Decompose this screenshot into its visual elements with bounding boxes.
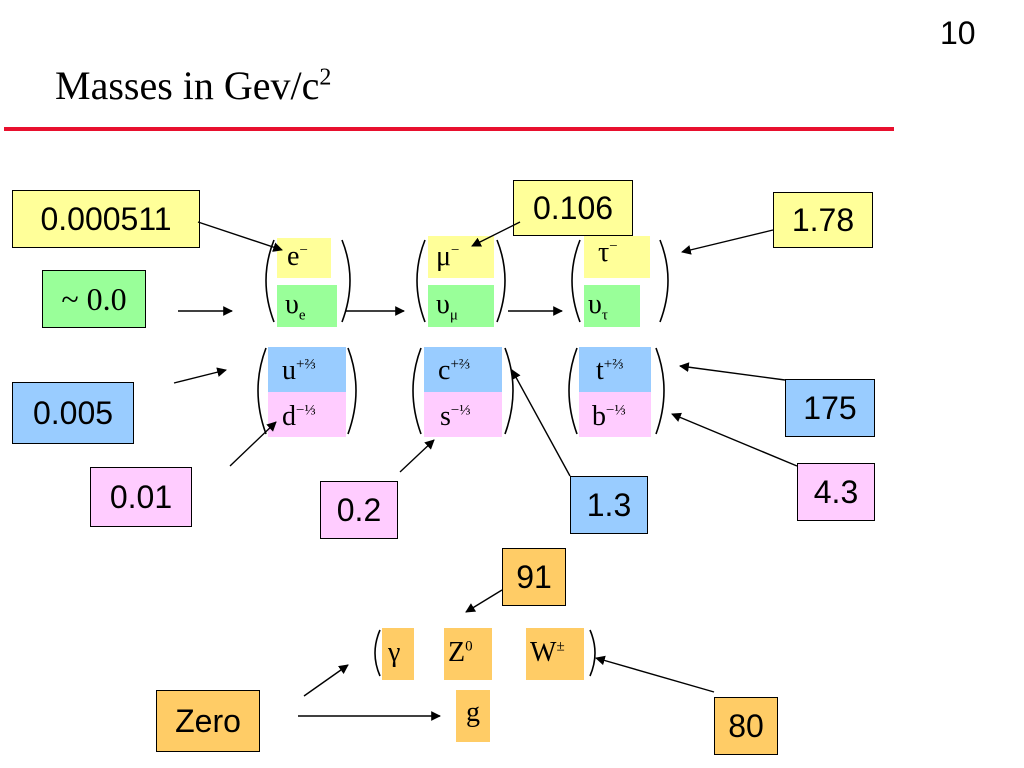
top-symbol: t+⅔ (596, 355, 624, 386)
z-cell (444, 628, 492, 680)
arrow-up (173, 367, 227, 384)
paren-left-cs (412, 347, 422, 435)
electron-mass-label: 0.000511 (12, 190, 200, 248)
w-mass-label: 80 (714, 697, 778, 755)
arrow-photon (303, 664, 349, 697)
arrow-down (229, 421, 277, 467)
arrow-top (679, 362, 786, 381)
w-boson-symbol: W± (530, 637, 565, 668)
down-mass-label: 0.01 (90, 467, 192, 527)
down-symbol: d−⅓ (282, 401, 316, 432)
strange-cell (424, 392, 502, 437)
bottom-symbol: b−⅓ (592, 401, 626, 432)
charm-mass-label: 1.3 (570, 476, 648, 534)
nu-e-symbol: υe (285, 289, 306, 324)
up-cell (268, 347, 346, 392)
massless-label: Zero (156, 690, 260, 752)
paren-left-ud (257, 347, 267, 435)
up-symbol: u+⅔ (282, 355, 316, 386)
muon-mass-label: 0.106 (513, 180, 633, 236)
down-cell (268, 392, 346, 437)
tau-cell (584, 236, 650, 278)
photon-cell (382, 628, 414, 680)
nu-mu-symbol: υμ (436, 289, 458, 324)
nu-mu-cell (428, 285, 494, 327)
electron-symbol: e− (287, 241, 308, 272)
paren-right-cs (504, 347, 514, 435)
paren-right-mu (496, 239, 506, 323)
arrow-bottom (671, 412, 798, 467)
tau-mass-label: 1.78 (773, 192, 873, 248)
paren-right-e (341, 239, 351, 323)
muon-symbol: μ− (436, 241, 460, 272)
strange-mass-label: 0.2 (320, 481, 398, 539)
arrow-w (595, 655, 715, 693)
neutrino-mass-label: ~ 0.0 (42, 270, 146, 328)
nu-tau-cell (584, 285, 640, 327)
paren-right-tau (659, 239, 669, 323)
arrow-muon (471, 221, 521, 247)
photon-symbol: γ (388, 637, 401, 668)
up-mass-label: 0.005 (12, 382, 134, 444)
w-cell (526, 628, 584, 680)
paren-left-tau (571, 239, 581, 323)
top-cell (579, 347, 651, 392)
paren-left-bosons (374, 629, 381, 677)
arrow-charm (511, 369, 571, 477)
nu-tau-symbol: υτ (588, 289, 608, 324)
bottom-cell (579, 392, 651, 437)
gluon-symbol: g (466, 697, 480, 728)
page-number: 10 (940, 15, 976, 51)
arrow-tau (681, 229, 774, 255)
paren-left-e (265, 239, 275, 323)
muon-cell (428, 236, 494, 278)
arrow-z (465, 589, 503, 613)
paren-right-bosons (589, 629, 596, 677)
gluon-cell (456, 690, 490, 742)
z-boson-symbol: Z0 (448, 637, 473, 668)
arrow-strange (399, 439, 435, 473)
tau-symbol: τ− (598, 237, 618, 268)
nu-e-cell (277, 285, 337, 327)
slide-title: Masses in Gev/c2 (55, 63, 332, 108)
charm-cell (424, 347, 502, 392)
paren-right-tb (655, 347, 665, 435)
paren-right-ud (347, 347, 357, 435)
paren-left-mu (416, 239, 426, 323)
top-mass-label: 175 (785, 379, 875, 437)
bottom-mass-label: 4.3 (797, 463, 875, 521)
electron-cell (277, 238, 331, 278)
title-rule (4, 127, 894, 131)
arrow-electron (197, 221, 283, 252)
paren-left-tb (568, 347, 578, 435)
charm-symbol: c+⅔ (438, 355, 471, 386)
z-mass-label: 91 (502, 548, 566, 606)
title-superscript: 2 (319, 64, 332, 91)
strange-symbol: s−⅓ (440, 401, 471, 432)
